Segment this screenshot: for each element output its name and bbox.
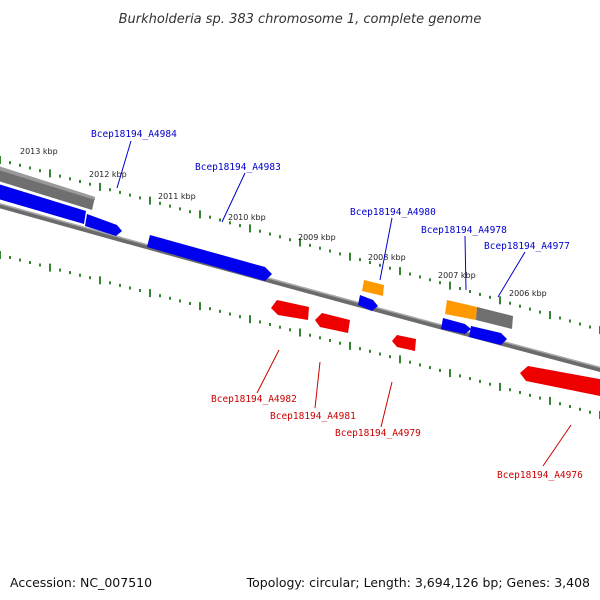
orange-feature [362,280,384,296]
kbp-label: 2013 kbp [20,147,58,156]
leader-line [379,217,393,281]
reverse-gene[interactable] [315,313,350,333]
gray-feature-top [0,166,95,200]
leader-line [380,381,393,428]
reverse-gene[interactable] [271,300,309,320]
lower-tick-row [0,251,600,419]
forward-gene[interactable] [441,318,471,334]
gene-label[interactable]: Bcep18194_A4977 [484,241,570,252]
leader-line [221,172,246,223]
genome-backbone-highlight [0,203,600,369]
reverse-gene[interactable] [392,335,416,351]
kbp-label: 2006 kbp [509,289,547,298]
reverse-gene[interactable] [520,366,600,398]
forward-gene[interactable] [85,214,122,236]
kbp-label: 2007 kbp [438,271,476,280]
leader-line [116,140,132,189]
forward-gene[interactable] [147,235,272,281]
forward-gene[interactable] [358,295,378,311]
gene-label[interactable]: Bcep18194_A4983 [195,162,281,173]
gene-label[interactable]: Bcep18194_A4984 [91,129,177,140]
genome-backbone [0,203,600,372]
gene-label[interactable]: Bcep18194_A4980 [350,207,436,218]
gene-label[interactable]: Bcep18194_A4982 [211,394,297,405]
kbp-label: 2012 kbp [89,170,127,179]
forward-gene[interactable] [469,326,507,345]
orange-feature [445,300,477,320]
gene-label[interactable]: Bcep18194_A4978 [421,225,507,236]
accession-text: Accession: NC_007510 [10,575,153,590]
forward-gene[interactable] [0,183,86,224]
leader-line [497,251,526,298]
kbp-label: 2009 kbp [298,233,336,242]
gray-feature [476,307,513,329]
leader-line [542,424,572,467]
leader-line [464,235,467,291]
gene-label[interactable]: Bcep18194_A4981 [270,411,356,422]
kbp-label: 2011 kbp [158,192,196,201]
upper-tick-row [0,156,600,334]
gene-label[interactable]: Bcep18194_A4976 [497,470,583,481]
genome-summary-text: Topology: circular; Length: 3,694,126 bp… [246,575,590,590]
kbp-label: 2008 kbp [368,253,406,262]
kbp-label: 2010 kbp [228,213,266,222]
gene-label[interactable]: Bcep18194_A4979 [335,428,421,439]
leader-line [314,361,321,409]
leader-line [256,349,280,394]
map-title: Burkholderia sp. 383 chromosome 1, compl… [119,12,482,27]
